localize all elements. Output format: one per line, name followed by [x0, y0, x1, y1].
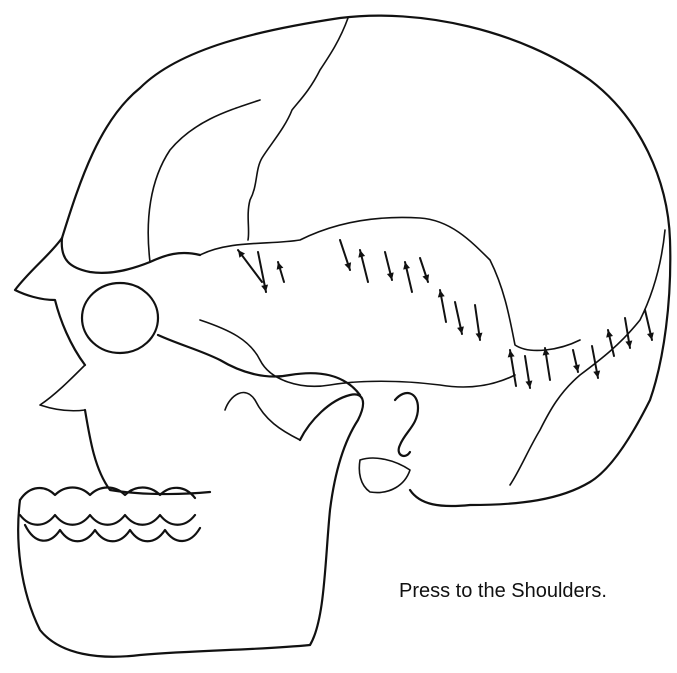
temporal-lower-border — [200, 320, 515, 387]
muscle-arrow-up — [543, 348, 550, 380]
temporal-line — [148, 100, 260, 262]
muscle-arrow-up — [508, 350, 516, 386]
muscle-arrow-down — [573, 350, 580, 372]
temporal-squamous-suture — [200, 217, 580, 350]
lambdoid-suture — [510, 230, 665, 485]
muscle-arrow-down — [475, 305, 482, 340]
brow-ridge — [62, 238, 200, 273]
nasal-bone — [15, 238, 85, 365]
muscle-arrow-down — [525, 356, 532, 388]
muscle-arrow-up — [358, 250, 368, 282]
mastoid-process — [359, 458, 410, 492]
muscle-arrow-down — [385, 252, 394, 280]
maxilla — [85, 410, 210, 494]
nasal-aperture — [40, 365, 85, 411]
muscle-arrow-up — [438, 290, 446, 322]
muscle-arrow-down — [420, 258, 429, 282]
orbit — [82, 283, 158, 353]
coronoid-notch — [225, 393, 300, 440]
muscle-arrow-up — [277, 262, 284, 282]
muscle-arrow-down — [340, 240, 351, 270]
lower-teeth — [25, 525, 200, 541]
caption: Press to the Shoulders. — [399, 580, 607, 603]
muscle-arrow-down — [645, 310, 654, 340]
coronal-suture — [248, 18, 348, 240]
zygomatic-arch — [158, 335, 360, 395]
ear-canal — [395, 393, 418, 456]
muscle-arrow-up — [403, 262, 412, 292]
muscle-arrow-down — [455, 302, 464, 334]
muscle-arrow-down — [258, 252, 268, 292]
